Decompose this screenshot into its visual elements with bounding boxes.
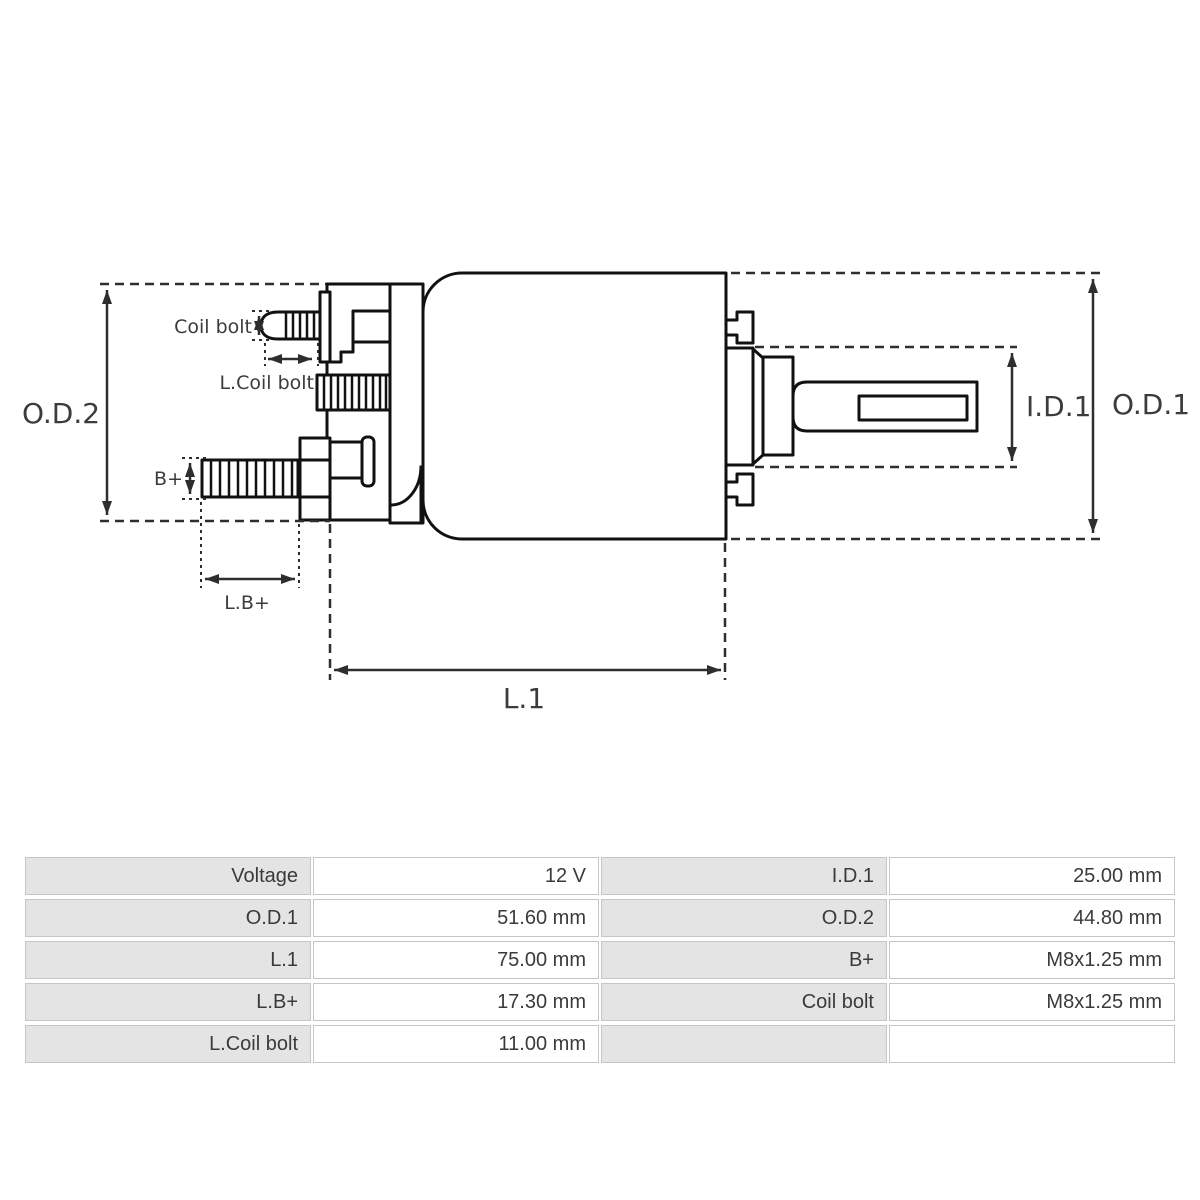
dimension-extension-lines [100,271,1105,680]
l1-label: L.1 [503,682,545,715]
b-plus-washer [360,435,376,488]
spec-value-l-b-plus: 17.30 mm [313,983,599,1021]
spec-value-od1: 51.60 mm [313,899,599,937]
spec-value-l-coil-bolt: 11.00 mm [313,1025,599,1063]
id1-label: I.D.1 [1026,390,1091,423]
rear-tab-top [724,310,755,345]
spec-label-od1: O.D.1 [25,899,311,937]
cap-notch [351,309,392,344]
l-coil-bolt-label: L.Coil bolt [219,372,314,394]
spec-label-od2: O.D.2 [601,899,887,937]
l-b-plus-label: L.B+ [224,592,270,614]
spec-label-l-coil-bolt: L.Coil bolt [25,1025,311,1063]
coil-terminal-block [315,373,392,412]
spec-value-coil-bolt: M8x1.25 mm [889,983,1175,1021]
spec-value-od2: 44.80 mm [889,899,1175,937]
spec-value-empty [889,1025,1175,1063]
spec-value-id1: 25.00 mm [889,857,1175,895]
spec-label-empty [601,1025,887,1063]
cap-fillet [390,465,423,522]
od2-label: O.D.2 [22,397,100,430]
spec-label-l1: L.1 [25,941,311,979]
b-plus-label: B+ [154,468,183,490]
cap-back-plate [388,282,425,525]
b-plus-stud [200,458,300,499]
spec-value-l1: 75.00 mm [313,941,599,979]
dimension-arrows [102,279,1098,675]
spec-label-coil-bolt: Coil bolt [601,983,887,1021]
coil-bolt-label: Coil bolt [174,316,252,338]
rear-tab-bottom [724,472,755,507]
spec-table: Voltage 12 V I.D.1 25.00 mm O.D.1 51.60 … [25,857,1175,1063]
b-plus-thread-hatch [209,458,294,499]
spec-label-b-plus: B+ [601,941,887,979]
plunger-rod-slot [857,394,969,422]
od1-label: O.D.1 [1112,388,1190,421]
spec-label-id1: I.D.1 [601,857,887,895]
solenoid-body [421,271,728,541]
plunger-collar [761,355,795,457]
spec-value-voltage: 12 V [313,857,599,895]
spec-label-l-b-plus: L.B+ [25,983,311,1021]
spec-label-voltage: Voltage [25,857,311,895]
dimension-dotted-lines [182,310,319,588]
b-plus-shank [328,440,364,480]
plunger-end-plate [724,346,766,467]
spec-value-b-plus: M8x1.25 mm [889,941,1175,979]
b-plus-nut [298,436,332,522]
coil-bolt-terminal [259,290,332,364]
cap-step [328,340,392,364]
coil-bolt-thread-hatch [284,310,316,341]
technical-drawing: O.D.2 Coil bolt L.Coil bolt B+ L.B+ L.1 … [22,271,1190,715]
coil-bolt-boss [318,290,332,364]
